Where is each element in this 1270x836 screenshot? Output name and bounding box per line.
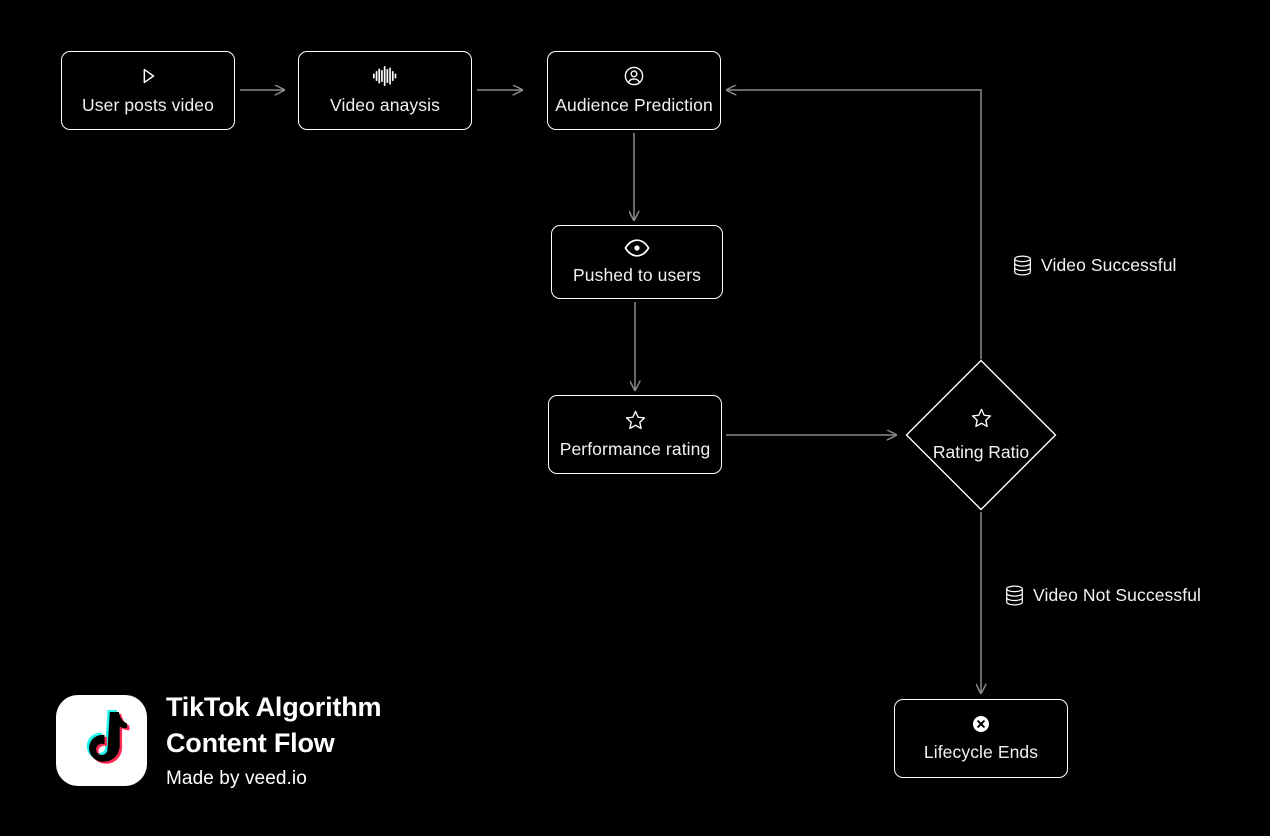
node-label: Pushed to users	[573, 264, 701, 285]
diamond-shape	[905, 359, 1057, 511]
node-label: User posts video	[82, 95, 214, 116]
node-pushed-to-users[interactable]: Pushed to users	[551, 225, 723, 299]
footer-title: TikTok Algorithm Content Flow	[166, 690, 382, 761]
play-icon	[137, 65, 159, 87]
star-icon	[970, 407, 993, 434]
edge-label-text: Video Not Successful	[1033, 585, 1202, 605]
node-lifecycle-ends[interactable]: Lifecycle Ends	[894, 699, 1068, 778]
node-user-posts-video[interactable]: User posts video	[61, 51, 235, 130]
star-icon	[624, 409, 647, 431]
diamond-content: Rating Ratio	[905, 359, 1057, 511]
node-label: Video anaysis	[330, 95, 440, 116]
edge-rating-success-feedback	[727, 90, 982, 359]
footer-subtitle: Made by veed.io	[166, 768, 307, 790]
footer-branding: TikTok Algorithm Content Flow Made by ve…	[56, 690, 382, 790]
footer-title-line1: TikTok Algorithm	[166, 692, 382, 722]
node-performance-rating[interactable]: Performance rating	[548, 395, 722, 474]
node-video-analysis[interactable]: Video anaysis	[298, 51, 472, 130]
node-label: Rating Ratio	[932, 442, 1030, 462]
database-icon	[1005, 585, 1024, 606]
node-label: Performance rating	[559, 439, 711, 460]
node-label: Audience Prediction	[555, 95, 713, 116]
footer-text-block: TikTok Algorithm Content Flow Made by ve…	[166, 690, 382, 790]
user-circle-icon	[623, 65, 645, 87]
waveform-icon	[373, 65, 397, 87]
edge-label-text: Video Successful	[1041, 255, 1177, 275]
database-icon	[1013, 255, 1032, 276]
node-audience-prediction[interactable]: Audience Prediction	[547, 51, 721, 130]
edge-label-video-not-successful: Video Not Successful	[1005, 585, 1201, 606]
eye-icon	[624, 239, 650, 257]
close-circle-icon	[971, 714, 991, 734]
tiktok-logo	[56, 694, 147, 786]
footer-title-line2: Content Flow	[166, 727, 335, 758]
edge-label-video-successful: Video Successful	[1013, 255, 1177, 276]
node-label: Lifecycle Ends	[923, 742, 1039, 763]
node-rating-ratio[interactable]: Rating Ratio	[905, 359, 1057, 511]
